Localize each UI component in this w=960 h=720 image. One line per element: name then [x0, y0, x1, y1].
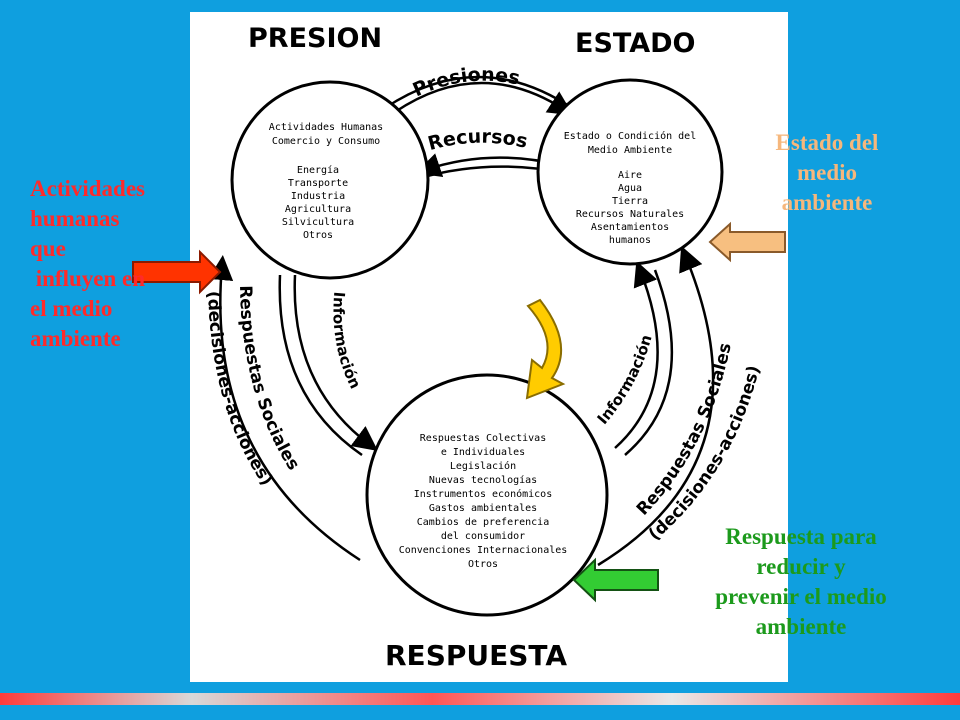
center-curved-arrow: [525, 298, 566, 400]
bottom-decorative-bar: [0, 693, 960, 705]
right-bottom-annotation: Respuesta para reducir y prevenir el med…: [715, 524, 887, 639]
response-line: Convenciones Internacionales: [399, 545, 568, 556]
state-item: Tierra: [612, 196, 648, 207]
left-annotation: Actividades humanas que influyen en el m…: [30, 176, 146, 351]
left-red-arrow: [132, 249, 222, 295]
state-title-1: Estado o Condición del: [564, 130, 696, 142]
response-line: Instrumentos económicos: [414, 488, 552, 500]
response-line: Gastos ambientales: [429, 503, 537, 514]
response-line: e Individuales: [441, 447, 525, 458]
information-right-label: Información: [594, 333, 656, 428]
response-heading: RESPUESTA: [385, 639, 567, 672]
response-line: del consumidor: [441, 531, 525, 542]
resources-label: Recursos: [426, 126, 530, 156]
response-circle: [365, 373, 609, 617]
state-item: Aire: [618, 170, 642, 181]
response-line: Respuestas Colectivas: [420, 433, 546, 444]
pressure-item: Transporte: [288, 178, 348, 189]
connector-arcs: [208, 75, 715, 567]
state-item: Asentamientos: [591, 222, 669, 233]
response-line: Otros: [468, 559, 498, 570]
state-item: Agua: [618, 183, 642, 194]
state-heading: ESTADO: [575, 28, 695, 59]
information-left-label: Información: [329, 291, 364, 391]
pressure-item: Energía: [297, 164, 339, 176]
pressure-item: Agricultura: [285, 204, 351, 215]
right-top-annotation: Estado del medio ambiente: [775, 130, 879, 215]
pressure-item: Silvicultura: [282, 217, 354, 228]
pressures-label: Presiones: [410, 64, 522, 102]
response-line: Legislación: [450, 460, 516, 472]
pressure-title-2: Comercio y Consumo: [272, 136, 380, 147]
state-circle: [536, 78, 724, 266]
response-line: Cambios de preferencia: [417, 517, 549, 528]
right-top-orange-arrow: [708, 221, 786, 263]
state-item: Recursos Naturales: [576, 209, 684, 220]
right-bottom-green-arrow: [572, 557, 659, 603]
pressure-title-1: Actividades Humanas: [269, 122, 383, 133]
response-line: Nuevas tecnologías: [429, 474, 537, 486]
pressure-item: Otros: [303, 230, 333, 241]
pressure-circle: [230, 80, 430, 280]
state-title-2: Medio Ambiente: [588, 145, 672, 156]
state-item: humanos: [609, 235, 651, 246]
pressure-item: Industria: [291, 191, 345, 202]
pressure-heading: PRESION: [248, 23, 382, 54]
